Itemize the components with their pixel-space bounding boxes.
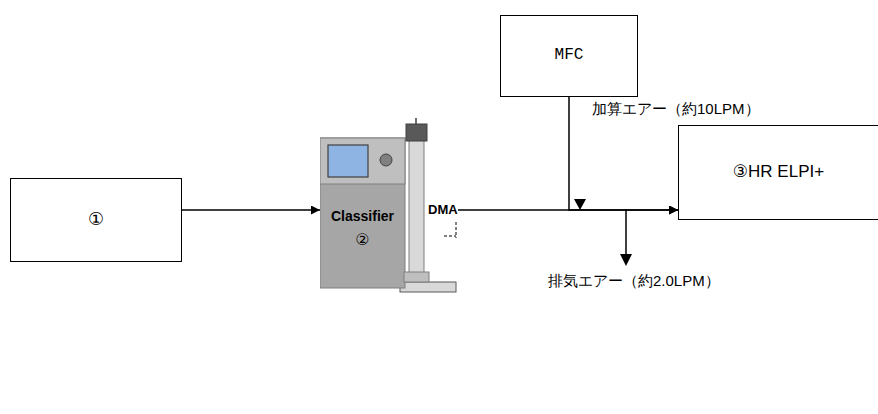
display-screen [328, 145, 368, 177]
exhaust-arrowhead [620, 254, 632, 266]
base-plate [400, 282, 456, 292]
box-label: ③HR ELPI+ [733, 162, 824, 182]
junction-arrowhead [574, 199, 586, 210]
outlet-mark [444, 236, 456, 237]
control-knob [380, 154, 392, 166]
dma-foot [404, 272, 429, 282]
classifier-top [320, 138, 405, 184]
instrument-box: MFC [500, 15, 638, 97]
instrument-box: ③HR ELPI+ [678, 125, 878, 220]
exhaust-label: 排気エアー（約2.0LPM） [548, 272, 720, 290]
device-label: ② [320, 230, 405, 249]
classifier-body [320, 138, 405, 288]
box-label: ① [88, 209, 104, 231]
flow-line [182, 209, 320, 211]
dma-column [409, 140, 424, 280]
dma-label: DMA [428, 202, 458, 218]
exhaust-line [625, 210, 627, 255]
flow-label: 加算エアー（約10LPM） [592, 100, 760, 118]
dma-inlet [415, 118, 417, 124]
device-label: Classifier [320, 208, 405, 225]
box-label: MFC [555, 46, 584, 65]
instrument-box: ① [10, 178, 182, 262]
dma-cap [406, 124, 427, 141]
